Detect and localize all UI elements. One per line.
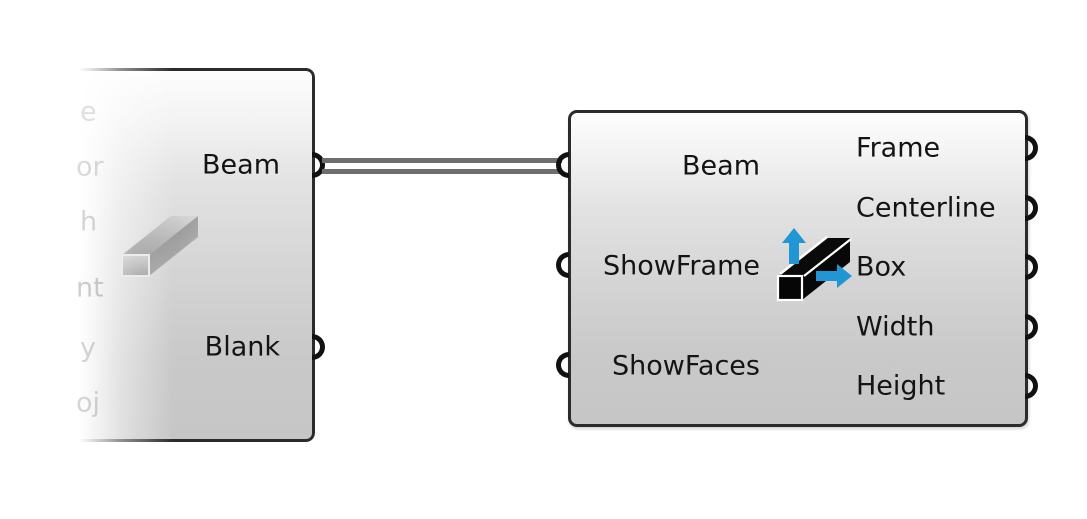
- beam-deconstruct-input-label-showfaces: ShowFaces: [612, 350, 760, 382]
- beam-source-output-label-blank: Blank: [204, 331, 280, 363]
- beam-deconstruct-input-port-beam[interactable]: [556, 152, 569, 178]
- beam-deconstruct-output-port-centerline[interactable]: [1025, 195, 1038, 221]
- beam-deconstruct-output-port-frame[interactable]: [1025, 135, 1038, 161]
- beam-source-input-label-3: nt: [76, 272, 104, 304]
- beam-deconstruct-output-port-width[interactable]: [1025, 314, 1038, 340]
- beam-source-input-label-1: or: [76, 151, 104, 183]
- beam-to-beam-wire-lower[interactable]: [322, 169, 562, 174]
- beam-source-input-label-5: oj: [76, 387, 101, 419]
- beam-source-input-label-2: h: [80, 206, 98, 238]
- beam-deconstruct-output-port-box[interactable]: [1025, 254, 1038, 280]
- beam-source-node[interactable]: [78, 68, 315, 442]
- beam-deconstruct-output-port-height[interactable]: [1025, 373, 1038, 399]
- beam-deconstruct-input-label-showframe: ShowFrame: [603, 250, 760, 282]
- beam-to-beam-wire-upper[interactable]: [322, 158, 562, 163]
- beam-deconstruct-input-port-showfaces[interactable]: [556, 352, 569, 378]
- beam-deconstruct-output-label-frame: Frame: [856, 132, 941, 164]
- beam-source-input-label-0: e: [80, 96, 97, 128]
- beam-deconstruct-output-label-centerline: Centerline: [856, 192, 996, 224]
- beam-deconstruct-input-port-showframe[interactable]: [556, 252, 569, 278]
- beam-source-output-port-beam[interactable]: [312, 152, 325, 178]
- beam-deconstruct-input-label-beam: Beam: [682, 150, 760, 182]
- beam-source-output-label-beam: Beam: [202, 149, 280, 181]
- beam-solid-icon: [108, 207, 200, 293]
- beam-deconstruct-output-label-height: Height: [856, 370, 946, 402]
- beam-deconstruct-output-label-width: Width: [856, 311, 935, 343]
- beam-deconstruct-output-label-box: Box: [856, 251, 907, 283]
- beam-source-output-port-blank[interactable]: [312, 334, 325, 360]
- beam-arrows-icon: [764, 224, 856, 308]
- beam-source-input-label-4: y: [80, 332, 96, 364]
